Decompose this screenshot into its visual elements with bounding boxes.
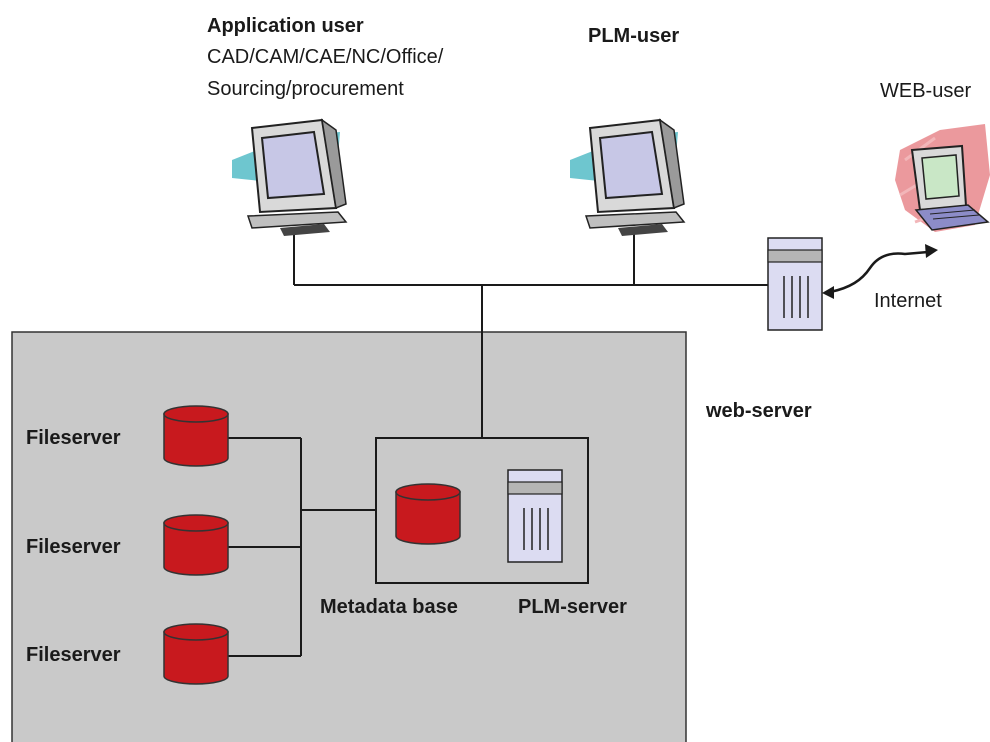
application-user-sub-label-2: Sourcing/procurement bbox=[207, 78, 404, 100]
plm-user-monitor-icon bbox=[569, 119, 685, 237]
fileserver-2-label: Fileserver bbox=[26, 536, 121, 558]
fileserver-3-database-icon bbox=[163, 623, 229, 685]
web-user-label: WEB-user bbox=[880, 80, 972, 102]
network-lines bbox=[228, 232, 768, 657]
application-user-monitor-icon bbox=[231, 119, 347, 237]
plm-user-label: PLM-user bbox=[588, 25, 680, 47]
web-server-label: web-server bbox=[706, 400, 812, 422]
internet-label: Internet bbox=[874, 290, 942, 312]
metadata-base-label: Metadata base bbox=[320, 596, 458, 618]
fileserver-1-database-icon bbox=[163, 405, 229, 467]
plm-server-tower-icon bbox=[507, 469, 563, 563]
fileserver-2-database-icon bbox=[163, 514, 229, 576]
fileserver-1-label: Fileserver bbox=[26, 427, 121, 449]
plm-server-label: PLM-server bbox=[518, 596, 627, 618]
web-user-laptop-icon bbox=[895, 124, 990, 232]
application-user-sub-label-1: CAD/CAM/CAE/NC/Office/ bbox=[207, 46, 444, 68]
application-user-label: Application user bbox=[207, 15, 364, 37]
metadata-base-database-icon bbox=[395, 483, 461, 545]
fileserver-3-label: Fileserver bbox=[26, 644, 121, 666]
internet-arrow-icon bbox=[822, 244, 938, 299]
web-server-tower-icon bbox=[767, 237, 823, 331]
